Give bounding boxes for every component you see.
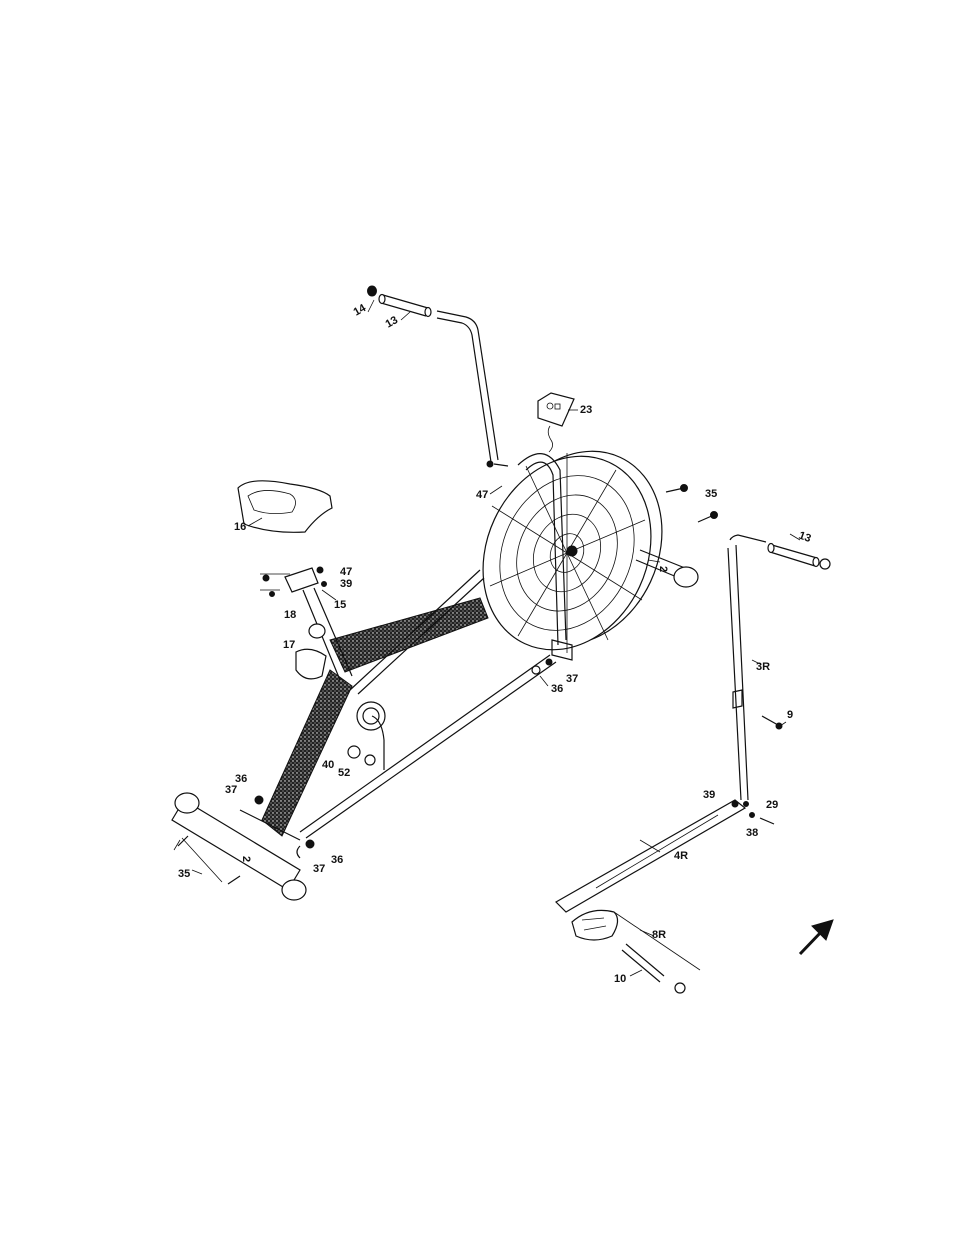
label-17: 17 <box>283 639 295 651</box>
label-39-seat: 39 <box>340 578 352 590</box>
label-13-left: 13 <box>384 314 401 331</box>
left-handlebar-arm <box>437 311 498 462</box>
seat <box>238 481 332 533</box>
label-4R: 4R <box>674 850 688 862</box>
label-16: 16 <box>234 521 246 533</box>
label-40: 40 <box>322 759 334 771</box>
label-36-front: 36 <box>331 854 343 866</box>
label-2-rear: 2 <box>657 566 669 572</box>
label-35-front: 35 <box>178 868 190 880</box>
label-38: 38 <box>746 827 758 839</box>
label-13-right: 13 <box>797 530 813 545</box>
label-29: 29 <box>766 799 778 811</box>
label-8R: 8R <box>652 929 666 941</box>
arrow-up-right-icon <box>800 920 833 954</box>
label-52: 52 <box>338 767 350 779</box>
label-37-fan: 37 <box>566 673 578 685</box>
label-18: 18 <box>284 609 296 621</box>
label-15: 15 <box>334 599 346 611</box>
label-14: 14 <box>352 302 369 319</box>
label-39-crank: 39 <box>703 789 715 801</box>
crank-arm <box>556 800 774 912</box>
label-35-top: 35 <box>705 488 717 500</box>
right-handlebar <box>728 535 830 800</box>
label-23: 23 <box>580 404 592 416</box>
label-47-seat: 47 <box>340 566 352 578</box>
label-10: 10 <box>614 973 626 985</box>
label-47-top: 47 <box>476 489 488 501</box>
pedal <box>572 910 700 993</box>
label-2-front: 2 <box>240 856 252 862</box>
left-handlebar-grip <box>368 286 432 317</box>
label-36-fan: 36 <box>551 683 563 695</box>
console-monitor <box>538 393 574 452</box>
label-3R: 3R <box>756 661 770 673</box>
part-labels: 14 13 23 47 35 13 16 2 47 39 18 15 17 3R… <box>178 302 813 985</box>
label-37-left: 37 <box>225 784 237 796</box>
label-9: 9 <box>787 709 793 721</box>
label-37-front: 37 <box>313 863 325 875</box>
